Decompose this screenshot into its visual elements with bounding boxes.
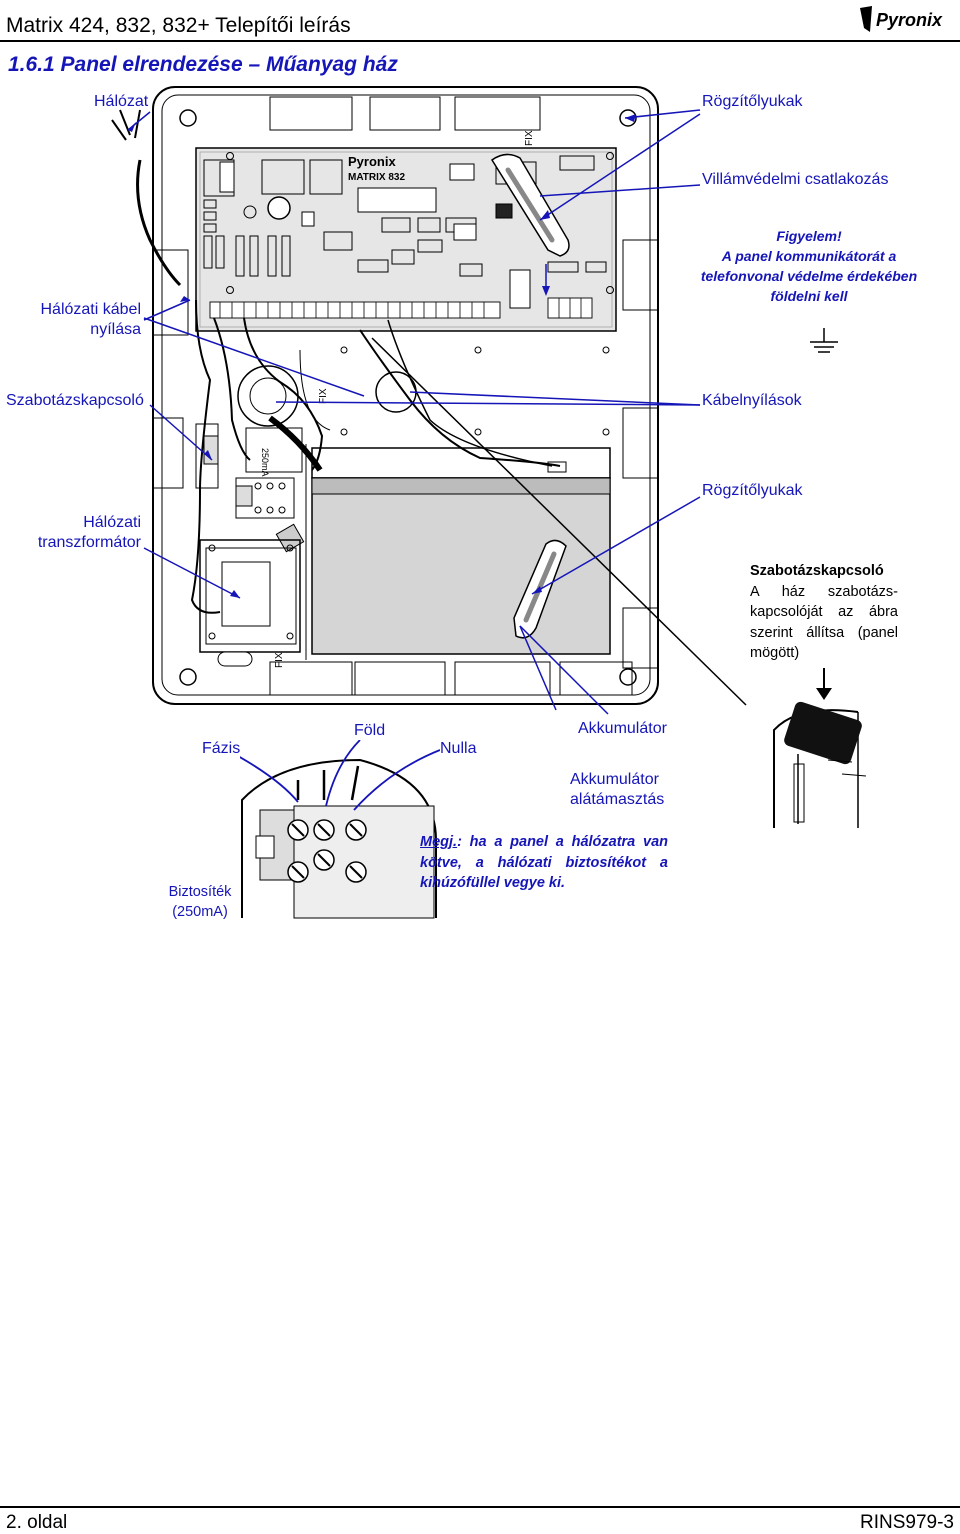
footer-doc-id: RINS979-3 <box>860 1512 954 1533</box>
svg-text:FIX: FIX <box>318 388 329 404</box>
svg-text:FIX: FIX <box>274 652 285 668</box>
label-line: (250mA) <box>172 904 228 920</box>
label-rogzitolyukak-mid: Rögzítőlyukak <box>702 482 803 499</box>
tamper-note-line: kapcsolóját az ábra <box>750 604 898 620</box>
warning-line: telefonvonal védelme érdekében <box>700 268 918 284</box>
label-akkumulator: Akkumulátor <box>578 720 667 737</box>
document-title: Matrix 424, 832, 832+ Telepítői leírás <box>6 14 351 37</box>
svg-text:Pyronix: Pyronix <box>876 10 943 30</box>
label-line: Hálózati kábel <box>40 301 142 318</box>
tamper-note: Szabotázskapcsoló A ház szabotázs- kapcs… <box>750 561 898 664</box>
pyronix-logo: Pyronix <box>858 4 954 34</box>
tamper-note-line: szerint állítsa (panel <box>750 624 898 641</box>
label-fold: Föld <box>354 722 386 739</box>
svg-text:Pyronix: Pyronix <box>348 154 396 169</box>
note-line: kötve, a hálózati biztosítékot a <box>420 854 668 871</box>
note-prefix: Megj. <box>420 834 458 850</box>
tamper-note-line: A ház szabotázs- <box>750 583 898 600</box>
label-line: Biztosíték <box>168 884 232 900</box>
label-line: nyílása <box>90 321 141 338</box>
tamper-note-title: Szabotázskapcsoló <box>750 563 884 579</box>
warning-line: A panel kommunikátorát a <box>721 248 897 264</box>
tamper-note-line: mögött) <box>750 645 800 661</box>
label-line: Hálózati <box>83 514 141 531</box>
label-szabotazs: Szabotázskapcsoló <box>6 392 144 409</box>
section-title: 1.6.1 Panel elrendezése – Műanyag ház <box>8 53 398 76</box>
label-line: Akkumulátor <box>570 771 659 788</box>
label-rogzitolyukak-top: Rögzítőlyukak <box>702 93 803 110</box>
tamper-switch-detail <box>773 701 867 828</box>
label-nulla: Nulla <box>440 740 477 757</box>
label-line: transzformátor <box>37 534 141 551</box>
label-transzformator: Hálózati transzformátor <box>20 513 141 553</box>
label-biztositek: Biztosíték (250mA) <box>160 882 240 922</box>
label-line: alátámasztás <box>570 791 665 808</box>
warning-box: Figyelem! A panel kommunikátorát a telef… <box>700 226 918 306</box>
label-fazis: Fázis <box>202 740 241 757</box>
footer-page: 2. oldal <box>6 1512 68 1533</box>
note-line: kihúzófüllel vegye ki. <box>420 875 566 891</box>
footer-rule <box>0 1506 960 1508</box>
svg-text:MATRIX 832: MATRIX 832 <box>348 172 405 183</box>
label-halozati-kabel: Hálózati kábel nyílása <box>20 300 142 340</box>
header-rule <box>0 40 960 42</box>
note-line: : ha a panel a hálózatra van <box>457 834 668 850</box>
label-villamvedelmi: Villámvédelmi csatlakozás <box>702 171 889 188</box>
warning-line: földelni kell <box>770 288 848 304</box>
warning-title: Figyelem! <box>776 228 842 244</box>
svg-text:FIX: FIX <box>524 130 535 146</box>
label-kabelnyilasok: Kábelnyílások <box>702 392 802 409</box>
svg-text:250mA 230V: 250mA 230V <box>260 448 270 500</box>
panel-diagram: Pyronix MATRIX 832 FIX FIX 250mA 23 <box>111 86 838 715</box>
mains-fuse-note: Megj.: ha a panel a hálózatra van kötve,… <box>420 832 668 894</box>
label-akku-alatamasztas: Akkumulátor alátámasztás <box>570 770 664 810</box>
label-halozat: Hálózat <box>94 93 149 110</box>
terminal-closeup <box>240 740 440 919</box>
